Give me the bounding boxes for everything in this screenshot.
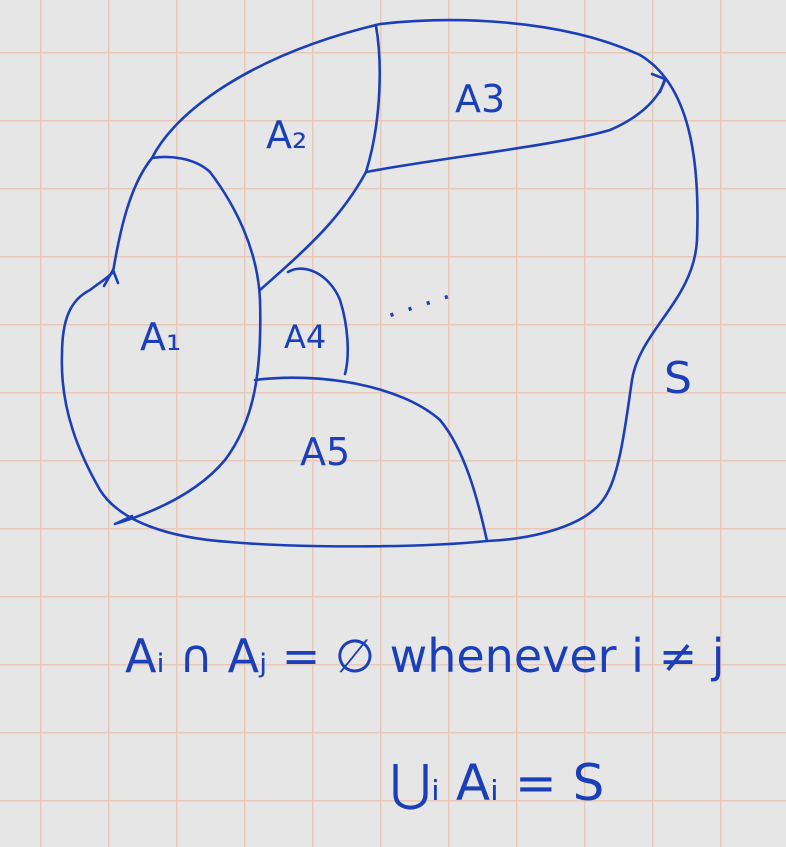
region-a3-lower-boundary: [364, 78, 667, 174]
equation-union: ⋃ᵢ Aᵢ = S: [390, 754, 604, 812]
boundary-arrow-right: [650, 72, 667, 94]
boundary-arrow-left: [102, 268, 120, 288]
equation-disjoint: Aᵢ ∩ Aⱼ = ∅ whenever i ≠ j: [125, 629, 725, 683]
label-a5: A5: [300, 430, 350, 474]
region-a5-boundary: [253, 376, 489, 543]
label-a2: A₂: [266, 113, 307, 157]
ellipsis-more-regions: . . . .: [380, 272, 454, 326]
region-a1-boundary: [111, 155, 262, 525]
region-a2-lower-boundary: [258, 170, 368, 292]
region-a4-boundary: [286, 267, 350, 376]
label-a3: A3: [455, 77, 505, 121]
set-s-boundary: [60, 18, 699, 548]
divider-a2-a3: [364, 24, 381, 174]
label-a1: A₁: [140, 315, 181, 359]
label-set-s: S: [664, 353, 692, 404]
label-a4: A4: [284, 318, 326, 356]
boundary-tick-bottom-left: [113, 514, 134, 526]
